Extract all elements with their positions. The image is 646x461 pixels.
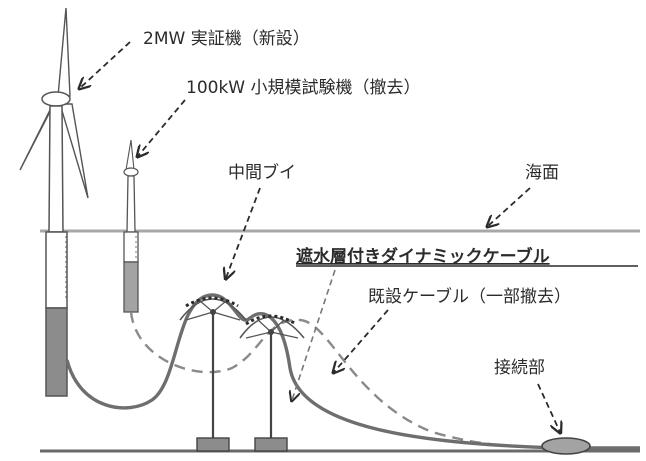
turbine-2mw-tower bbox=[48, 105, 64, 233]
turbine-100kw bbox=[123, 139, 139, 313]
arrow-junction bbox=[537, 383, 560, 432]
arrow-existing-cable bbox=[334, 309, 389, 372]
turbine-2mw bbox=[19, 7, 89, 397]
arrow-100kw bbox=[138, 99, 186, 156]
label-sea-surface: 海面 bbox=[525, 163, 559, 183]
turbine-2mw-lower-float bbox=[45, 307, 68, 397]
junction-box bbox=[541, 437, 591, 455]
dynamic-cable bbox=[65, 293, 640, 450]
label-junction: 接続部 bbox=[494, 358, 545, 378]
turbine-100kw-nacelle bbox=[123, 167, 139, 177]
arrow-2mw bbox=[80, 41, 131, 88]
label-dynamic-cable: 遮水層付きダイナミックケーブル bbox=[296, 246, 550, 267]
turbine-2mw-blade-up bbox=[57, 7, 71, 97]
existing-cable-dashed bbox=[129, 311, 557, 448]
label-2mw-turbine: 2MW 実証機（新設） bbox=[143, 29, 310, 49]
turbine-2mw-blade-down bbox=[59, 103, 89, 199]
turbine-100kw-tower bbox=[126, 175, 136, 233]
mid-buoy-1 bbox=[179, 296, 247, 452]
arrow-sea-surface bbox=[488, 187, 531, 226]
turbine-2mw-upper-float bbox=[45, 231, 68, 309]
label-mid-buoy: 中間ブイ bbox=[228, 162, 296, 183]
arrow-dynamic-cable bbox=[292, 269, 336, 400]
mid-buoy-2 bbox=[239, 314, 305, 452]
mid-buoy-1-anchor bbox=[196, 437, 230, 452]
turbine-100kw-lower-float bbox=[123, 261, 139, 313]
label-existing-cable: 既設ケーブル（一部撤去） bbox=[368, 286, 571, 307]
turbine-2mw-nacelle bbox=[41, 91, 71, 107]
arrow-mid-buoy bbox=[226, 187, 261, 278]
mid-buoy-2-anchor bbox=[254, 437, 288, 452]
label-100kw-turbine: 100kW 小規模試験機（撤去） bbox=[186, 78, 421, 98]
